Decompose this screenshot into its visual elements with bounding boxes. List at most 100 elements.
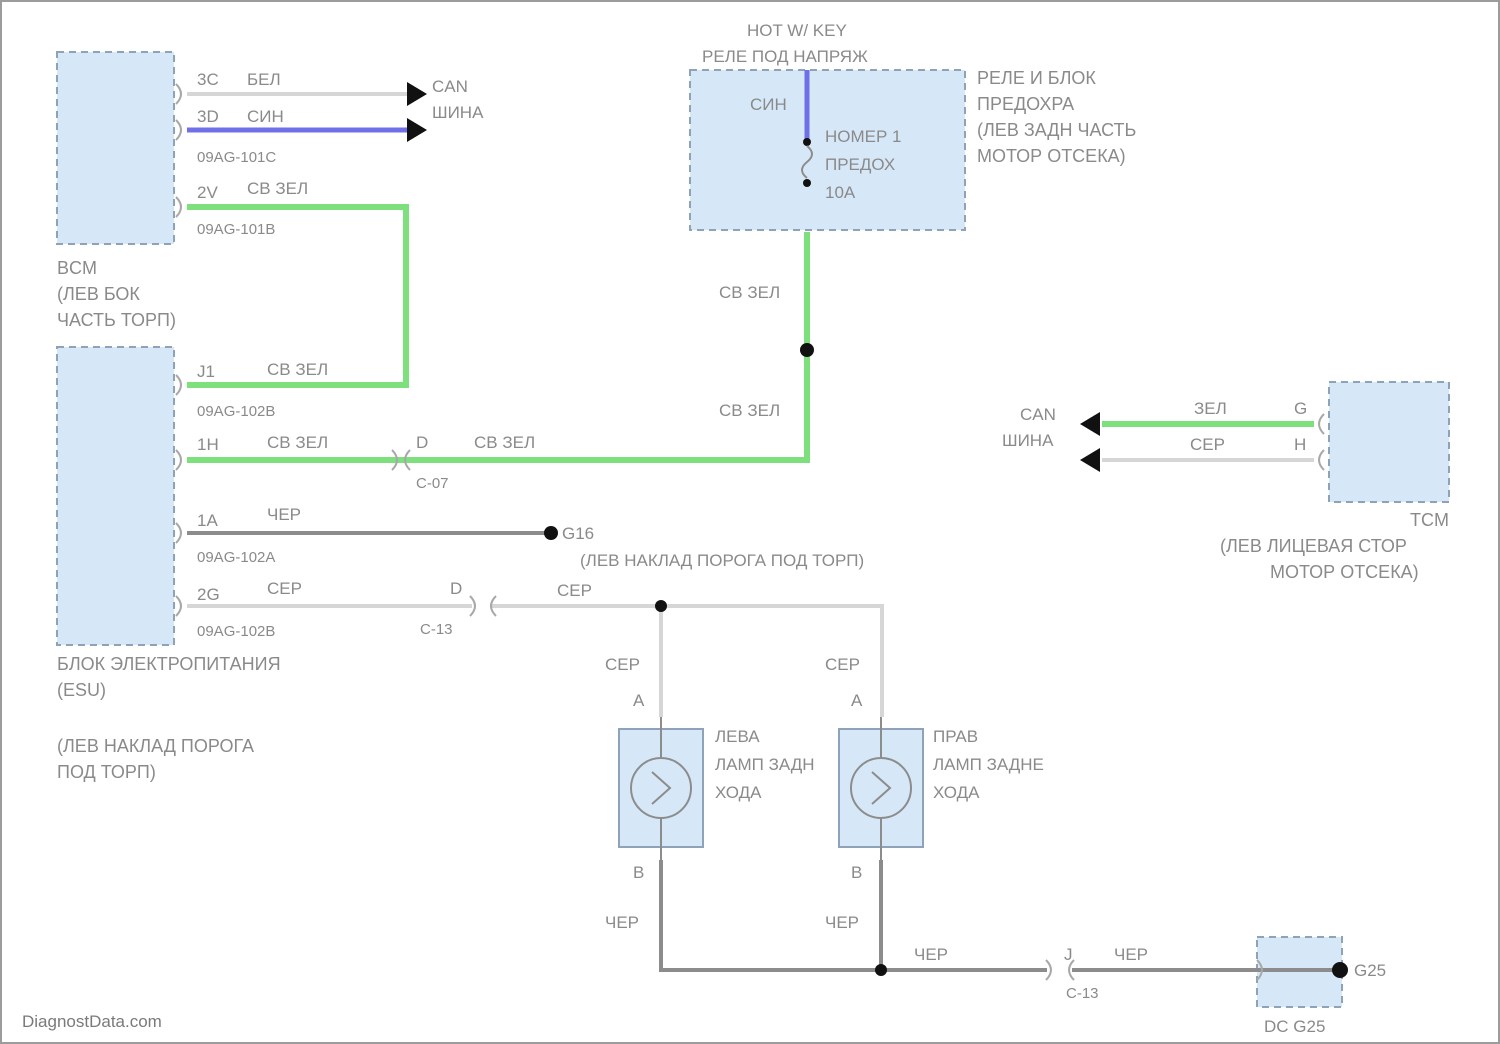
arrow-3c — [407, 82, 427, 106]
lamp-left-name-3: ХОДА — [715, 783, 762, 802]
c13a-pin: D — [450, 579, 462, 598]
wire-2g-gray-b — [492, 606, 882, 717]
arrow-3d — [407, 118, 427, 142]
can-bus-label-1: CAN — [432, 77, 468, 96]
bcm-pin-2v-code: 09AG-101B — [197, 221, 275, 238]
tcm-can-label-1: CAN — [1020, 405, 1056, 424]
esu-pin-j1-color: СВ ЗЕЛ — [267, 360, 328, 379]
bcm-pin-3c-label: 3C — [197, 70, 219, 89]
black-left-color: ЧЕР — [605, 913, 639, 932]
esu-location-2: ПОД ТОРП) — [57, 762, 156, 782]
relay-name-2: ПРЕДОХРА — [977, 94, 1074, 114]
esu-pin-j1-label: J1 — [197, 362, 215, 381]
bcm-pin-3d-code: 09AG-101C — [197, 149, 276, 166]
tcm-pin-g-label: G — [1294, 399, 1307, 418]
bcm-pin-3d-label: 3D — [197, 107, 219, 126]
can-bus-label-2: ШИНА — [432, 103, 484, 122]
tcm-name: TCM — [1410, 510, 1449, 530]
bcm-pin-3d-color: СИН — [247, 107, 284, 126]
fuse-label-3: 10А — [825, 183, 856, 202]
bcm-pin-3c-color: БЕЛ — [247, 70, 281, 89]
c07-pin: D — [416, 433, 428, 452]
lamp-right-pin-b: B — [851, 863, 862, 882]
relay-title: РЕЛЕ ПОД НАПРЯЖ — [702, 47, 868, 66]
esu-name-1: БЛОК ЭЛЕКТРОПИТАНИЯ — [57, 654, 281, 674]
gray-left-color: СЕР — [605, 655, 640, 674]
watermark: DiagnostData.com — [22, 1012, 162, 1031]
esu-pin-j1-code: 09AG-102B — [197, 403, 275, 420]
bcm-pin-3d-connector — [176, 120, 181, 140]
lamp-left-name-1: ЛЕВА — [715, 727, 760, 746]
c13b-pin: J — [1064, 945, 1073, 964]
bcm-pin-2v-connector — [176, 197, 181, 217]
c13a-label: C-13 — [420, 621, 453, 638]
arrow-tcm-h — [1080, 448, 1100, 472]
esu-pin-2g-connector — [176, 596, 181, 616]
esu-pin-1a-pin: 1A — [197, 511, 218, 530]
black-bottom-color: ЧЕР — [914, 945, 948, 964]
relay-location-1: (ЛЕВ ЗАДН ЧАСТЬ — [977, 120, 1136, 140]
ground-g25-label: G25 — [1354, 961, 1386, 980]
tcm-pin-h-label: H — [1294, 435, 1306, 454]
esu-pin-2g-pin: 2G — [197, 585, 220, 604]
splice-black — [875, 964, 887, 976]
black-right-color: ЧЕР — [825, 913, 859, 932]
gray-splice-color: СЕР — [557, 581, 592, 600]
relay-location-2: МОТОР ОТСЕКА) — [977, 146, 1126, 166]
bcm-location-1: (ЛЕВ БОК — [57, 284, 140, 304]
esu-pin-2g-code: 09AG-102B — [197, 623, 275, 640]
relay-feed-color: СИН — [750, 95, 787, 114]
relay-name-1: РЕЛЕ И БЛОК — [977, 68, 1096, 88]
c07-label: C-07 — [416, 475, 449, 492]
tcm-pin-g-connector — [1319, 414, 1324, 434]
lamp-right — [839, 717, 923, 860]
esu-pin-1a-connector — [176, 523, 181, 543]
power-unit-box — [57, 347, 174, 645]
tcm-location-2: МОТОР ОТСЕКА) — [1270, 562, 1419, 582]
lamp-right-name-2: ЛАМП ЗАДНЕ — [933, 755, 1044, 774]
fuse-top-terminal — [803, 138, 811, 146]
bcm-location-2: ЧАСТЬ ТОРП) — [57, 310, 176, 330]
ground-g16-point — [544, 526, 558, 540]
ground-g16-location: (ЛЕВ НАКЛАД ПОРОГА ПОД ТОРП) — [580, 551, 864, 570]
esu-pin-1h-connector — [176, 450, 181, 470]
lamp-left-pin-a: A — [633, 691, 645, 710]
relay-box — [690, 70, 965, 230]
lamp-left-name-2: ЛАМП ЗАДН — [715, 755, 815, 774]
tcm-pin-h-color: СЕР — [1190, 435, 1225, 454]
fuse-label-2: ПРЕДОХ — [825, 155, 895, 174]
esu-pin-1h-color: СВ ЗЕЛ — [267, 433, 328, 452]
black-bottom-color-2: ЧЕР — [1114, 945, 1148, 964]
esu-name-2: (ESU) — [57, 680, 106, 700]
esu-pin-1a-color: ЧЕР — [267, 505, 301, 524]
bcm-pin-3c-connector — [176, 84, 181, 104]
hot-with-key-label: HOT W/ KEY — [747, 21, 847, 40]
c07-wire-color: СВ ЗЕЛ — [474, 433, 535, 452]
bcm-box — [57, 52, 174, 244]
lamp-right-name-1: ПРАВ — [933, 727, 978, 746]
arrow-tcm-g — [1080, 412, 1100, 436]
lamp-left-pin-b: B — [633, 863, 644, 882]
esu-pin-2g-color: СЕР — [267, 579, 302, 598]
relay-down-color-1: СВ ЗЕЛ — [719, 283, 780, 302]
splice-green — [800, 343, 814, 357]
esu-pin-j1-connector — [176, 375, 181, 395]
tcm-can-label-2: ШИНА — [1002, 431, 1054, 450]
ground-g25-point — [1332, 962, 1348, 978]
tcm-pin-g-color: ЗЕЛ — [1194, 399, 1227, 418]
lamp-left-bulb-icon — [631, 758, 691, 818]
esu-location-1: (ЛЕВ НАКЛАД ПОРОГА — [57, 736, 254, 756]
fuse-label-1: НОМЕР 1 — [825, 127, 902, 146]
splice-gray — [655, 600, 667, 612]
tcm-box — [1329, 382, 1449, 502]
esu-pin-1a-code: 09AG-102A — [197, 549, 275, 566]
fuse-bottom-terminal — [803, 179, 811, 187]
bcm-pin-2v-color: СВ ЗЕЛ — [247, 179, 308, 198]
c13b-label: C-13 — [1066, 985, 1099, 1002]
bcm-name: BCM — [57, 258, 97, 278]
relay-down-color-2: СВ ЗЕЛ — [719, 401, 780, 420]
tcm-pin-h-connector — [1319, 450, 1324, 470]
wire-1h-green — [187, 232, 807, 460]
